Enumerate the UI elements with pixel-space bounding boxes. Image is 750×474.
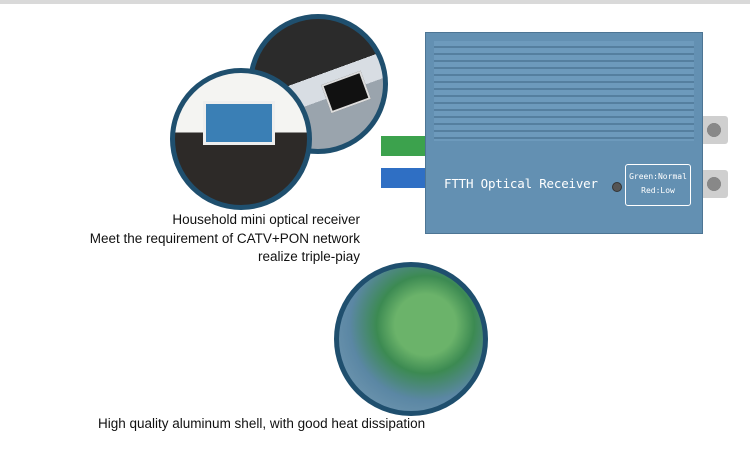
green-optical-port [381, 136, 425, 156]
device-label: FTTH Optical Receiver [444, 176, 598, 191]
bottom-caption: High quality aluminum shell, with good h… [98, 416, 426, 431]
status-led [612, 182, 622, 192]
rf-connector [700, 116, 728, 144]
phone-image [321, 70, 371, 114]
legend-red: Red:Low [641, 186, 675, 195]
top-border [0, 0, 750, 4]
circuit-board-photo [334, 262, 488, 416]
blue-optical-port [381, 168, 425, 188]
heat-fins [434, 41, 694, 141]
tv-image [203, 101, 275, 145]
caption-line: Household mini optical receiver [172, 212, 360, 227]
rf-connector [700, 170, 728, 198]
caption-line: Meet the requirement of CATV+PON network [89, 231, 360, 246]
caption-line: realize triple-piay [257, 249, 360, 264]
family-tv-photo [170, 68, 312, 210]
legend-green: Green:Normal [629, 172, 687, 181]
